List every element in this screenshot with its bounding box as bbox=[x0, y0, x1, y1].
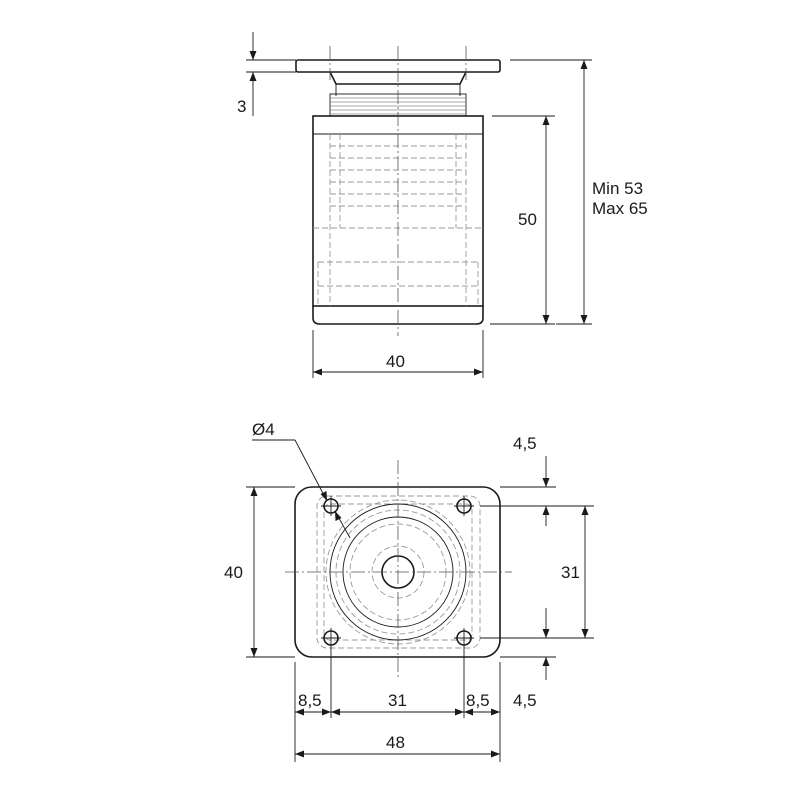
dim-overall-min: Min 53 bbox=[592, 179, 643, 198]
dim-hole-spacing-h: 31 bbox=[388, 691, 407, 710]
dim-body-height: 50 bbox=[518, 210, 537, 229]
plan-view: Ø4 4,5 4,5 31 40 bbox=[224, 420, 594, 762]
dim-plate-width: 48 bbox=[386, 733, 405, 752]
dim-plate-height: 40 bbox=[224, 563, 243, 582]
mounting-holes bbox=[321, 496, 474, 648]
dim-hole-diameter: Ø4 bbox=[252, 420, 275, 439]
side-view: 3 50 Min 53 Max 65 40 bbox=[237, 32, 648, 378]
dim-right-margin: 8,5 bbox=[466, 691, 490, 710]
dim-top-margin: 4,5 bbox=[513, 434, 537, 453]
dim-bottom-margin: 4,5 bbox=[513, 691, 537, 710]
dim-overall-max: Max 65 bbox=[592, 199, 648, 218]
plate-neck bbox=[329, 71, 467, 85]
dim-left-margin: 8,5 bbox=[298, 691, 322, 710]
dim-body-width: 40 bbox=[386, 352, 405, 371]
dim-hole-spacing-v: 31 bbox=[561, 563, 580, 582]
dim-top-plate: 3 bbox=[237, 97, 246, 116]
